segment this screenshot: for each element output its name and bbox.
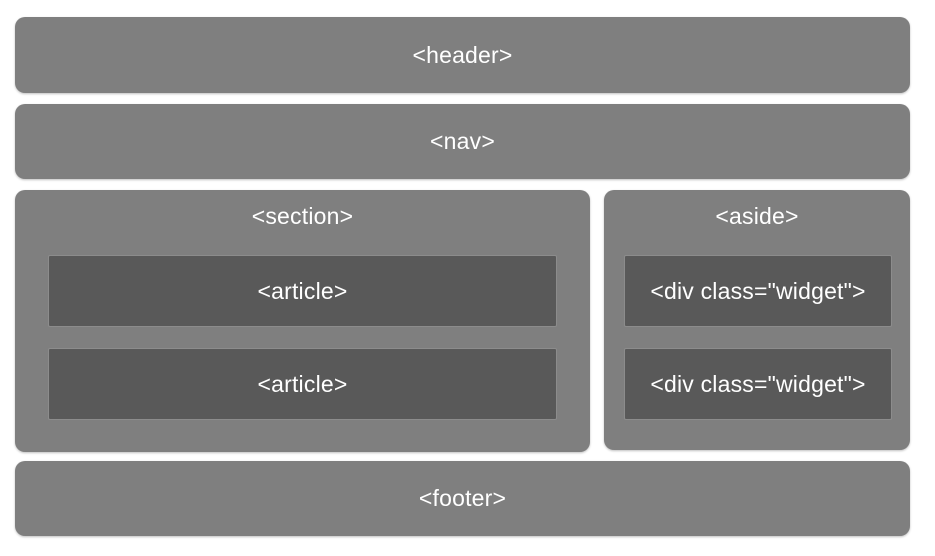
nav-block: <nav> [15, 104, 910, 179]
header-block: <header> [15, 17, 910, 93]
article-label: <article> [257, 277, 348, 304]
section-label: <section> [251, 203, 354, 229]
nav-label-wrap: <nav> [15, 104, 910, 179]
article-block: <article> [48, 255, 557, 327]
nav-label: <nav> [430, 128, 495, 154]
section-label-wrap: <section> [15, 203, 590, 230]
footer-block: <footer> [15, 461, 910, 536]
header-label: <header> [412, 41, 513, 68]
footer-label-wrap: <footer> [15, 461, 910, 536]
section-block: <section> <article> <article> [15, 190, 590, 452]
aside-label-wrap: <aside> [604, 203, 910, 230]
article-label: <article> [257, 370, 348, 397]
header-label-wrap: <header> [15, 17, 910, 93]
footer-label: <footer> [418, 485, 507, 511]
aside-label: <aside> [715, 203, 799, 229]
aside-block: <aside> <div class="widget"> <div class=… [604, 190, 910, 450]
article-block: <article> [48, 348, 557, 420]
widget-block: <div class="widget"> [624, 255, 892, 327]
widget-label: <div class="widget"> [650, 370, 866, 397]
widget-label: <div class="widget"> [650, 277, 866, 304]
widget-block: <div class="widget"> [624, 348, 892, 420]
